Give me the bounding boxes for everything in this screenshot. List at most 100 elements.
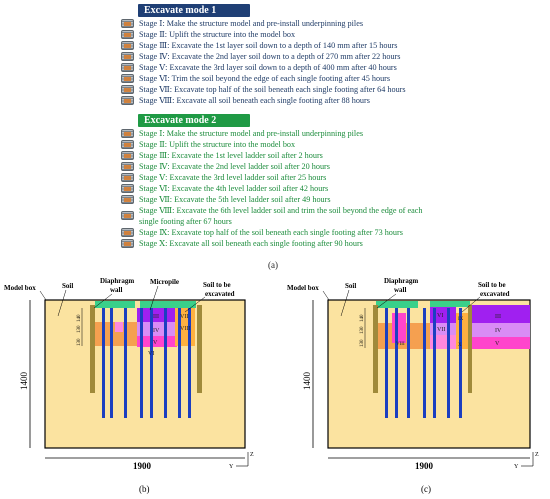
axis-z-label: Z [250,452,254,458]
list-item: Stage Ⅴ: Excavate the 3rd layer soil dow… [121,62,406,73]
mode1-header: Excavate mode 1 [138,4,250,17]
diaphragm-label: Diaphragm [100,277,134,285]
layer-label-v: V [495,341,500,347]
layer-label-iii: III [495,314,501,320]
micropile-label: Micropile [150,278,179,286]
soil-to-excavate-label: Soil to be [478,281,506,289]
footing [140,301,176,308]
panel-a-label: (a) [268,260,278,270]
dim-label: 140 [77,314,82,322]
mode1-stage-list: Stage Ⅰ: Make the structure model and pr… [121,18,406,106]
excavation-layer-ix [392,313,406,343]
excavation-layer-iv [470,323,530,337]
dim-label: 130 [77,325,82,333]
soil-drum-icon [121,63,134,72]
micropile [110,308,113,418]
soil-drum-icon [121,41,134,50]
soil-drum-icon [121,195,134,204]
layer-label-vii: VII [437,327,445,333]
excavation-layer-pink-small [115,322,123,332]
layer-label-iv: IV [153,328,160,334]
footing [454,301,470,307]
list-item: Stage Ⅷ: Excavate all soil beneath each … [121,95,406,106]
micropile [188,308,191,418]
soil-drum-icon [121,19,134,28]
model-box-label: Model box [4,284,36,292]
layer-label-vi: VI [437,313,443,319]
wall-label: wall [394,286,407,294]
dim-label: 130 [360,326,365,334]
panel-b-label: (b) [139,484,150,494]
list-item: Stage Ⅹ: Excavate all soil beneath each … [121,238,439,249]
soil-drum-icon [121,52,134,61]
list-item: Stage Ⅱ: Uplift the structure into the m… [121,29,406,40]
layer-label-viii: VIII [396,342,405,347]
list-item: Stage Ⅶ: Excavate top half of the soil b… [121,84,406,95]
micropile [423,308,426,418]
layer-label-iii: III [153,314,159,320]
micropile [150,308,153,418]
layer-label-viii: VIII [180,326,190,332]
layer-label-vi: VI [148,351,154,357]
list-item: Stage Ⅱ: Uplift the structure into the m… [121,139,439,150]
layer-label-vii: VII [180,314,188,320]
soil-drum-icon [121,96,134,105]
layer-label-x: X [458,343,462,348]
list-item: Stage Ⅳ: Excavate the 2nd layer soil dow… [121,51,406,62]
list-item: Stage Ⅵ: Trim the soil beyond the edge o… [121,73,406,84]
list-item: Stage Ⅴ: Excavate the 3rd level ladder s… [121,172,439,183]
micropile [124,308,127,418]
mode2-header: Excavate mode 2 [138,114,250,127]
excavation-layer-v [137,336,177,347]
soil-drum-icon [121,228,134,237]
soil-to-excavate-label: excavated [480,290,510,298]
soil-drum-icon [121,239,134,248]
layer-label-iv: IV [495,328,502,334]
width-label: 1900 [415,461,434,471]
axis-y-label: Y [229,464,234,470]
micropile [459,308,462,418]
diaphragm-wall [90,305,95,393]
layer-label-ix: IX [458,317,464,322]
width-label: 1900 [133,461,152,471]
soil-to-excavate-label: excavated [205,290,235,298]
micropile [385,308,388,418]
soil-drum-icon [121,140,134,149]
list-item: Stage Ⅶ: Excavate the 5th level ladder s… [121,194,439,205]
layer-label-v: V [153,340,158,346]
micropile [447,308,450,418]
soil-drum-icon [121,173,134,182]
list-item: Stage Ⅵ: Excavate the 4th level ladder s… [121,183,439,194]
list-item: Stage Ⅸ: Excavate top half of the soil b… [121,227,439,238]
soil-drum-icon [121,184,134,193]
micropile [178,308,181,418]
soil-drum-icon [121,129,134,138]
diagram-c: III IV V VI VII VIII IX X 1400 1900 140 … [287,277,539,471]
soil-drum-icon [121,30,134,39]
axis-z-label: Z [535,452,539,458]
soil-to-excavate-label: Soil to be [203,281,231,289]
micropile [140,308,143,418]
micropile [102,308,105,418]
micropile [395,308,398,418]
panel-c-label: (c) [421,484,431,494]
soil-drum-icon [121,74,134,83]
dim-label: 130 [360,339,365,347]
footing [376,301,418,308]
list-item: Stage Ⅲ: Excavate the 1st layer soil dow… [121,40,406,51]
micropile [407,308,410,418]
excavation-layer-iii [470,305,530,323]
dim-label: 130 [77,338,82,346]
list-item: Stage Ⅳ: Excavate the 2nd level ladder s… [121,161,439,172]
diaphragm-wall [373,305,378,393]
micropile [164,308,167,418]
soil-drum-icon [121,85,134,94]
dim-label: 140 [360,314,365,322]
height-label: 1400 [302,372,312,391]
model-box-label: Model box [287,284,319,292]
height-label: 1400 [19,372,29,391]
footing [95,301,135,308]
diagram-b: III IV V VI VII VIII 1400 1900 140 130 1… [4,277,254,471]
footing [176,301,196,308]
